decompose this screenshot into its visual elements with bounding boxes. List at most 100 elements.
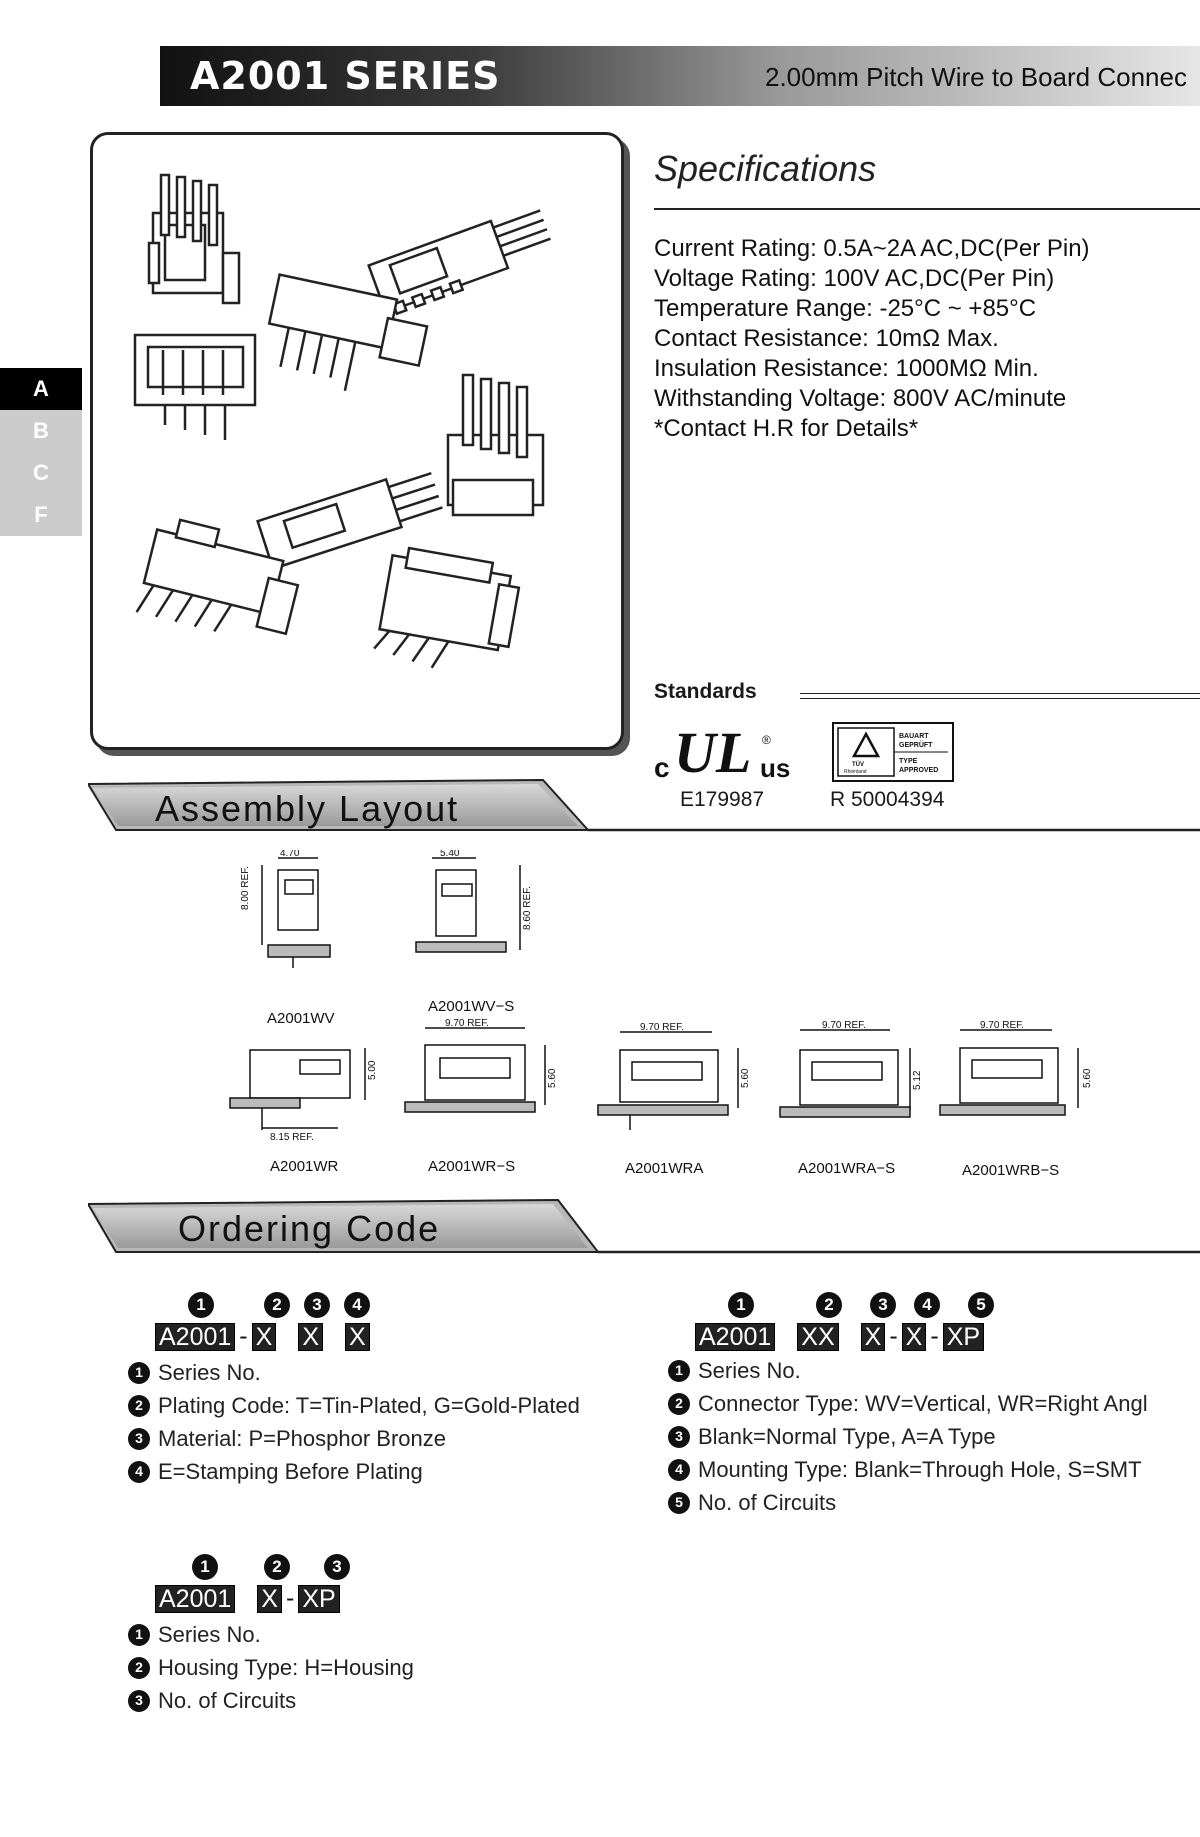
code3-num-1: 1: [192, 1554, 218, 1580]
connector-crimp-housing-illustration: [446, 373, 545, 517]
dim-wvs-width: 5.40: [440, 850, 460, 859]
connector-vertical-header-illustration: [147, 173, 241, 305]
assembly-drawings: 4.70 8.00 REF. 5.40 8.60 REF. 5.00 8.15 …: [229, 850, 1093, 1143]
connector-illustrations: [133, 173, 551, 669]
connector-right-angle-illustration: [267, 273, 429, 392]
dim-wvs-height: 8.60 REF.: [522, 886, 533, 930]
code1-numbers: 1 2 3 4: [188, 1292, 428, 1320]
drawing-a2001wv: [261, 857, 331, 968]
drawing-a2001wra-s: [779, 1029, 911, 1118]
page-subtitle: 2.00mm Pitch Wire to Board Connec: [765, 62, 1187, 92]
header-bar: [160, 46, 1200, 106]
code3-pattern: A2001 X - XP: [155, 1584, 340, 1613]
code2-box-4: X: [901, 1322, 927, 1351]
caption-a2001wr-s: A2001WR−S: [428, 1158, 516, 1175]
side-tab-a[interactable]: A: [0, 368, 82, 410]
svg-text:c: c: [654, 752, 670, 783]
dim-wv-height: 8.00 REF.: [240, 866, 251, 910]
ul-logo: c UL ® us: [654, 722, 790, 784]
assembly-layout-title: Assembly Layout: [155, 788, 460, 829]
dim-wra-width: 9.70 REF.: [640, 1022, 684, 1033]
code1-num-4: 4: [344, 1292, 370, 1318]
dim-wr-width: 8.15 REF.: [270, 1132, 314, 1143]
code2-sep-3: -: [889, 1322, 898, 1350]
code2-sep-4: -: [930, 1322, 939, 1350]
spec-contact-resistance: Contact Resistance: 10mΩ Max.: [654, 325, 999, 352]
caption-a2001wv: A2001WV: [267, 1010, 335, 1027]
svg-text:TÜV: TÜV: [852, 761, 864, 768]
code3-box-2: X: [257, 1584, 282, 1613]
code3-num-2: 2: [264, 1554, 290, 1580]
svg-text:UL: UL: [674, 722, 751, 784]
code2-num-2: 2: [816, 1292, 842, 1318]
svg-text:APPROVED: APPROVED: [899, 767, 938, 774]
caption-a2001wv-s: A2001WV−S: [428, 998, 515, 1015]
code3-num-3: 3: [324, 1554, 350, 1580]
svg-text:TYPE: TYPE: [899, 758, 918, 765]
code1-box-2: X: [251, 1322, 277, 1351]
caption-a2001wr: A2001WR: [270, 1158, 339, 1175]
code2-num-3: 3: [870, 1292, 896, 1318]
code1-num-2: 2: [264, 1292, 290, 1318]
code2-pattern: A2001 XX X - X - XP: [695, 1322, 985, 1351]
drawing-a2001wra: [597, 1031, 739, 1130]
svg-text:Rheinland: Rheinland: [844, 769, 867, 775]
caption-a2001wra-s: A2001WRA−S: [798, 1160, 896, 1177]
connector-housing-top-right-illustration: [367, 209, 551, 316]
side-tab-c[interactable]: C: [0, 452, 82, 494]
spec-contact-note: *Contact H.R for Details*: [654, 415, 919, 442]
connector-vertical-left-illustration: [133, 333, 257, 440]
specifications-list: Current Rating: 0.5A~2A AC,DC(Per Pin) V…: [654, 234, 1090, 444]
code1-box-4: X: [345, 1322, 370, 1351]
code2-box-3: X: [860, 1322, 886, 1351]
dim-wv-width: 4.70: [280, 850, 300, 859]
dim-wrbs-height: 5.60: [1082, 1068, 1093, 1088]
dim-wras-width: 9.70 REF.: [822, 1020, 866, 1031]
svg-text:®: ®: [762, 733, 771, 747]
code2-numbers: 1 2 3 4 5: [728, 1292, 1028, 1320]
code2-box-1: A2001: [695, 1322, 776, 1351]
drawing-a2001wv-s: [415, 857, 521, 953]
svg-text:GEPRÜFT: GEPRÜFT: [899, 740, 933, 749]
connector-right-angle-bottom-illustration: [135, 518, 300, 636]
code2-num-1: 1: [728, 1292, 754, 1318]
code2-num-5: 5: [968, 1292, 994, 1318]
drawing-a2001wr-s: [404, 1027, 546, 1113]
standards-label: Standards: [654, 680, 757, 703]
tuv-logo: BAUART GEPRÜFT TYPE APPROVED TÜV Rheinla…: [832, 722, 954, 782]
drawing-a2001wr: [229, 1048, 366, 1130]
spec-current-rating: Current Rating: 0.5A~2A AC,DC(Per Pin): [654, 235, 1090, 262]
code1-num-1: 1: [188, 1292, 214, 1318]
specifications-rule: [654, 208, 1200, 210]
product-photo-frame: [90, 132, 624, 750]
dim-wras-height: 5.12: [912, 1070, 923, 1090]
standards-rule: [800, 693, 1200, 699]
svg-text:us: us: [760, 753, 790, 783]
tuv-cert-number: R 50004394: [830, 788, 945, 811]
spec-insulation-resistance: Insulation Resistance: 1000MΩ Min.: [654, 355, 1039, 382]
code3-sep-2: -: [285, 1584, 295, 1612]
side-tab-f[interactable]: F: [0, 494, 82, 536]
dim-wra-height: 5.60: [740, 1068, 751, 1088]
caption-a2001wra: A2001WRA: [625, 1160, 704, 1177]
code3-box-3: XP: [298, 1584, 340, 1613]
code1-num-3: 3: [304, 1292, 330, 1318]
page-title: A2001 SERIES: [190, 54, 501, 98]
code1-box-3: X: [298, 1322, 323, 1351]
code3-box-1: A2001: [155, 1584, 236, 1613]
caption-a2001wrb-s: A2001WRB−S: [962, 1162, 1060, 1179]
side-tab-b[interactable]: B: [0, 410, 82, 452]
spec-temperature-range: Temperature Range: -25°C ~ +85°C: [654, 295, 1037, 322]
dim-wrs-width: 9.70 REF.: [445, 1018, 489, 1029]
ul-cert-number: E179987: [680, 788, 765, 811]
